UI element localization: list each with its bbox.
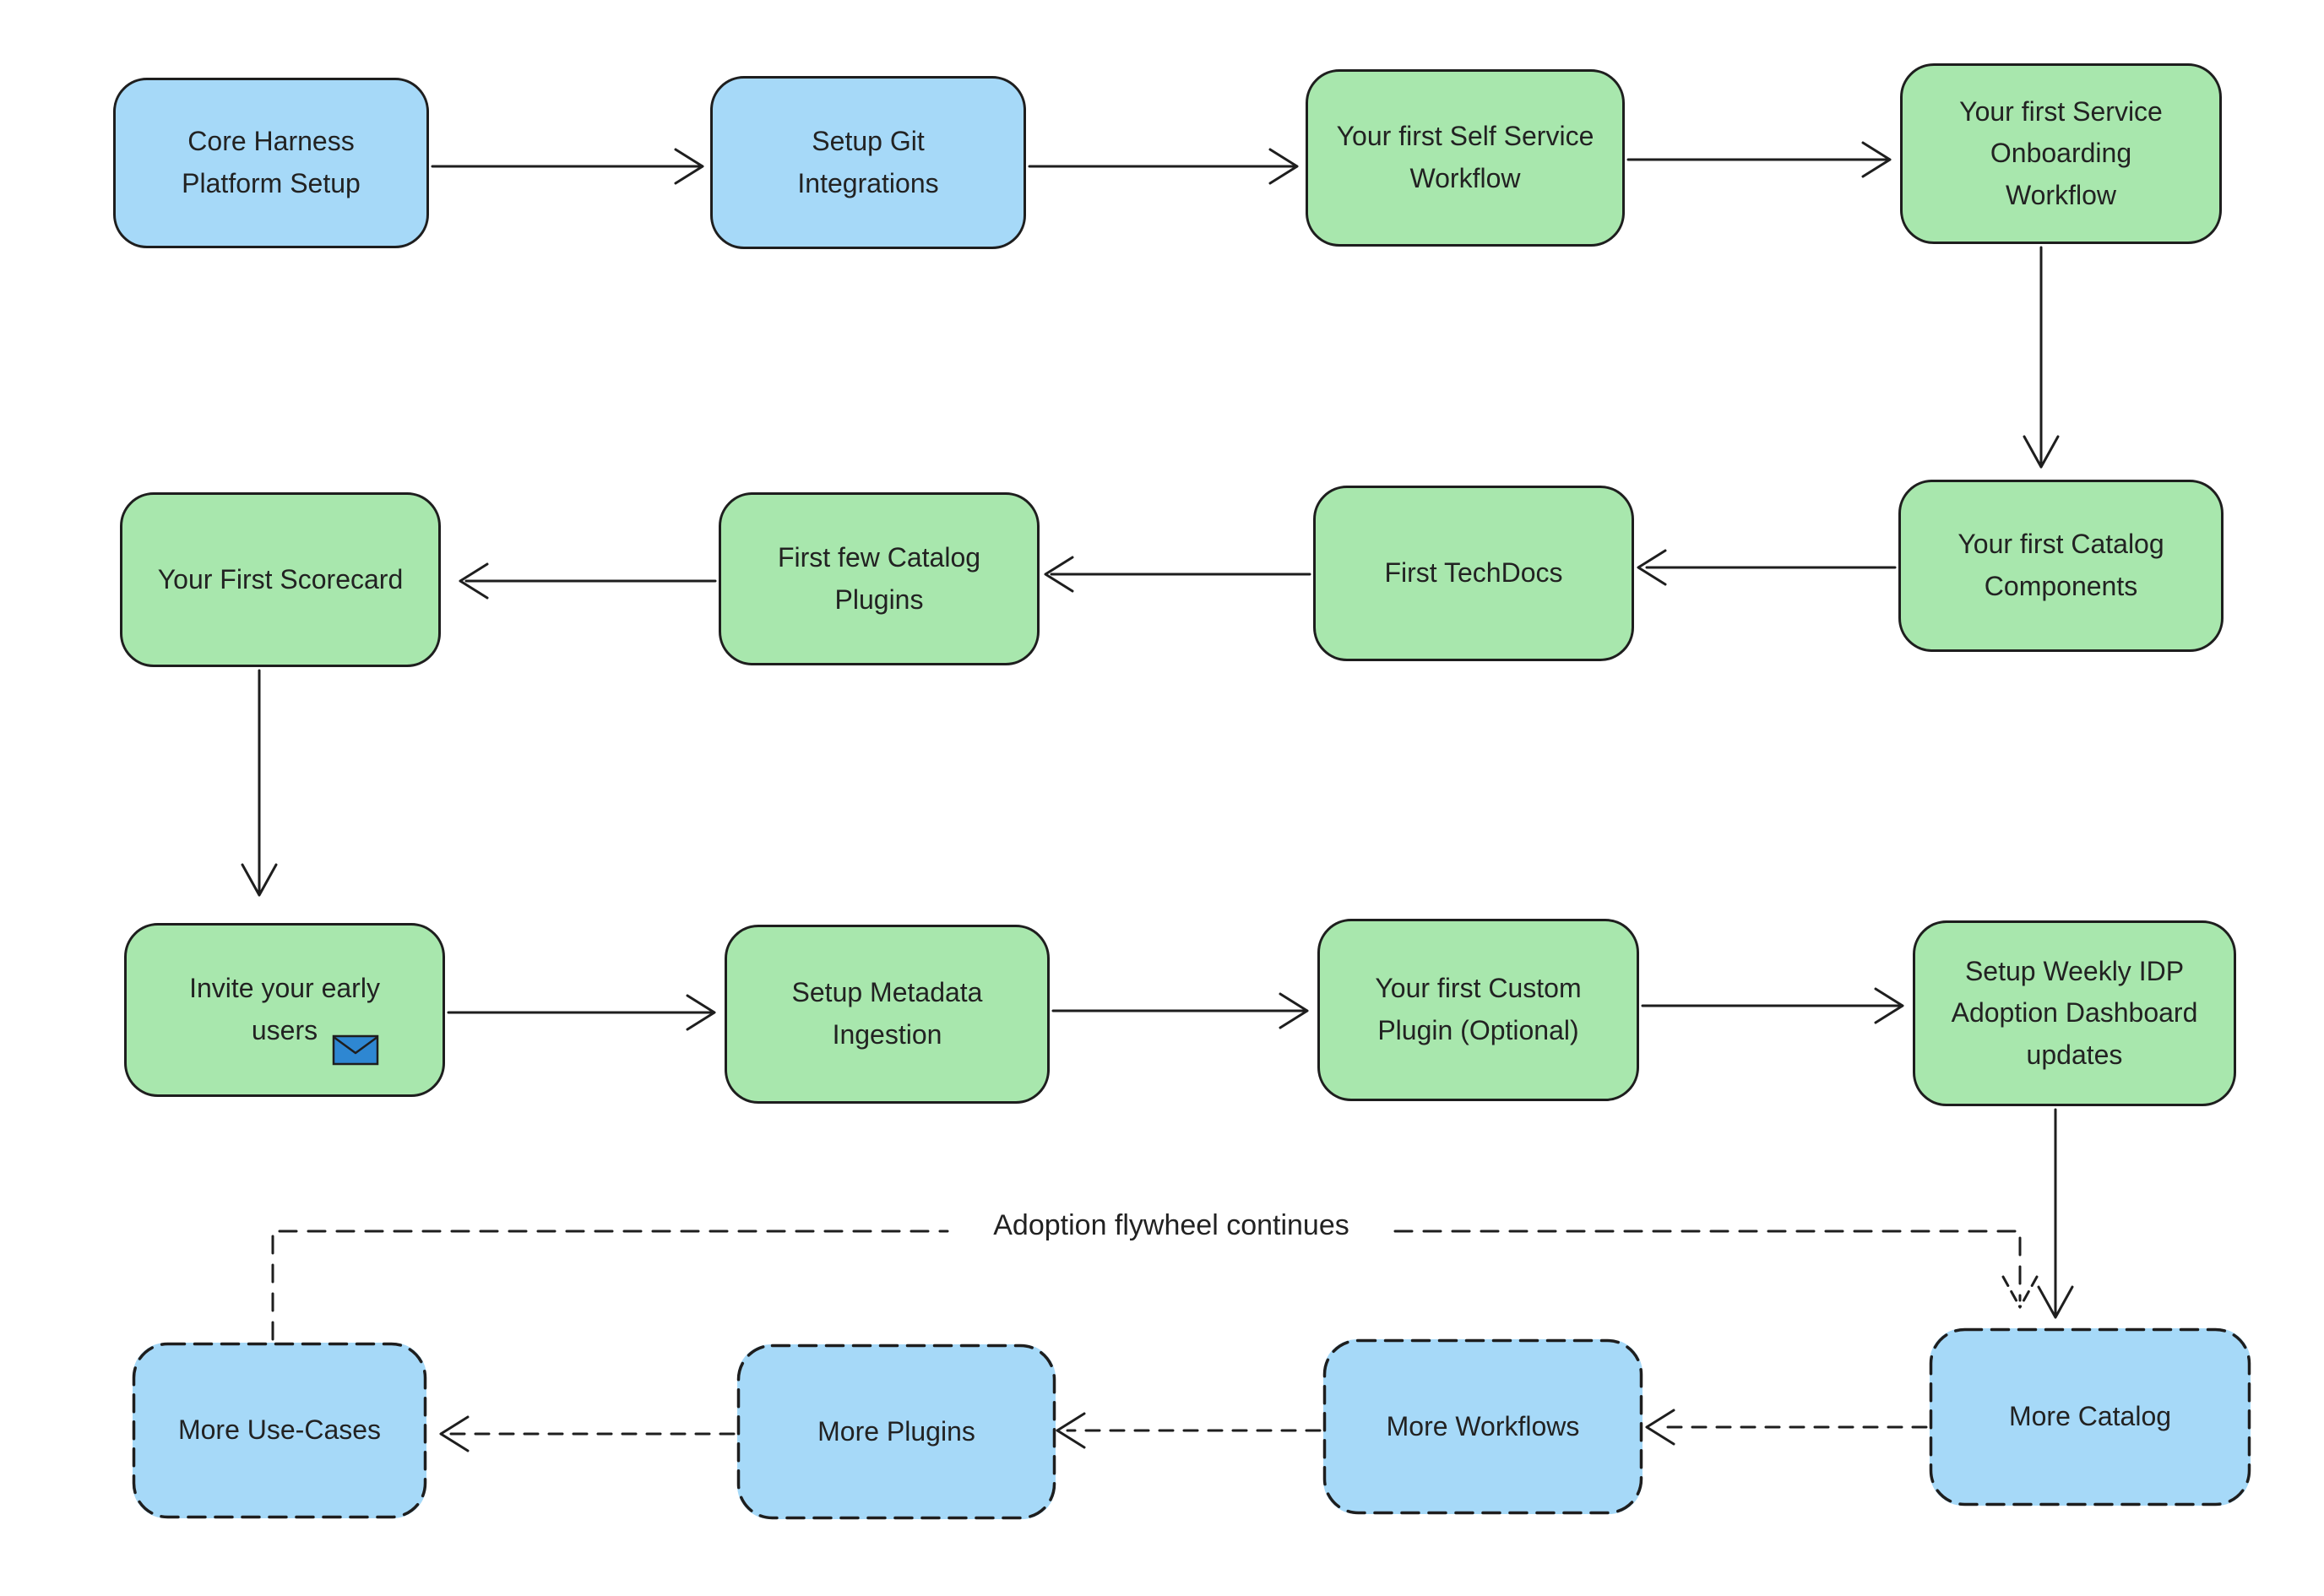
node-label: More Catalog [2008, 1401, 2172, 1432]
node-first-scorecard: Your First Scorecard [120, 492, 441, 667]
node-label: Setup Weekly IDP Adoption Dashboard upda… [1951, 955, 2198, 1070]
arrow-weekly-idp-to-more-catalog [2037, 1108, 2074, 1319]
arrow-more-catalog-to-more-workflows [1645, 1409, 1928, 1446]
node-label: Invite your early users [189, 973, 380, 1045]
node-label: Setup Git Integrations [797, 125, 939, 198]
arrow-scorecard-to-invite [241, 669, 278, 897]
arrow-more-plugins-to-more-use-cases [439, 1415, 736, 1452]
node-label: More Workflows [1386, 1410, 1580, 1441]
node-core-harness-platform-setup: Core Harness Platform Setup [113, 78, 429, 248]
arrow-self-service-to-onboarding [1626, 141, 1892, 178]
node-setup-metadata-ingestion: Setup Metadata Ingestion [725, 925, 1050, 1104]
node-more-plugins: More Plugins [737, 1344, 1056, 1519]
node-label: First TechDocs [1384, 557, 1563, 589]
node-label: Core Harness Platform Setup [182, 126, 361, 198]
node-first-catalog-components: Your first Catalog Components [1898, 480, 2224, 652]
node-label: More Use-Cases [177, 1414, 382, 1446]
node-first-service-onboarding-workflow: Your first Service Onboarding Workflow [1900, 63, 2222, 244]
node-more-catalog: More Catalog [1930, 1328, 2251, 1506]
node-label: Your first Self Service Workflow [1336, 121, 1594, 193]
arrow-components-to-techdocs [1637, 549, 1897, 586]
envelope-icon [332, 1034, 379, 1066]
node-weekly-idp-dashboard: Setup Weekly IDP Adoption Dashboard upda… [1913, 920, 2236, 1106]
node-label: Your First Scorecard [157, 563, 404, 594]
node-label: Setup Metadata Ingestion [791, 977, 983, 1050]
flywheel-loop-label: Adoption flywheel continues [993, 1209, 1349, 1241]
node-first-self-service-workflow: Your first Self Service Workflow [1306, 69, 1625, 247]
arrow-custom-plugin-to-weekly-idp [1641, 987, 1904, 1024]
node-more-use-cases: More Use-Cases [133, 1343, 426, 1518]
arrow-metadata-to-custom-plugin [1051, 992, 1309, 1029]
arrow-catalog-plugins-to-scorecard [459, 562, 717, 600]
arrow-invite-to-metadata [447, 994, 716, 1031]
node-more-workflows: More Workflows [1323, 1339, 1643, 1514]
node-setup-git-integrations: Setup Git Integrations [710, 76, 1026, 249]
arrow-core-to-git [431, 148, 704, 185]
node-invite-early-users: Invite your early users [124, 923, 445, 1097]
node-first-few-catalog-plugins: First few Catalog Plugins [719, 492, 1040, 665]
arrow-flywheel-loop [271, 1230, 2039, 1341]
node-label: Your first Custom Plugin (Optional) [1375, 973, 1582, 1045]
arrow-more-workflows-to-more-plugins [1056, 1412, 1322, 1449]
node-label: Your first Catalog Components [1957, 529, 2164, 601]
node-first-custom-plugin: Your first Custom Plugin (Optional) [1317, 919, 1639, 1101]
node-label: More Plugins [817, 1415, 975, 1447]
node-first-techdocs: First TechDocs [1313, 486, 1634, 661]
arrow-onboarding-to-catalog-components [2023, 246, 2060, 469]
node-label: Your first Service Onboarding Workflow [1959, 95, 2163, 210]
node-label: First few Catalog Plugins [777, 541, 981, 615]
arrow-git-to-self-service [1028, 148, 1299, 185]
arrow-techdocs-to-catalog-plugins [1044, 556, 1311, 593]
